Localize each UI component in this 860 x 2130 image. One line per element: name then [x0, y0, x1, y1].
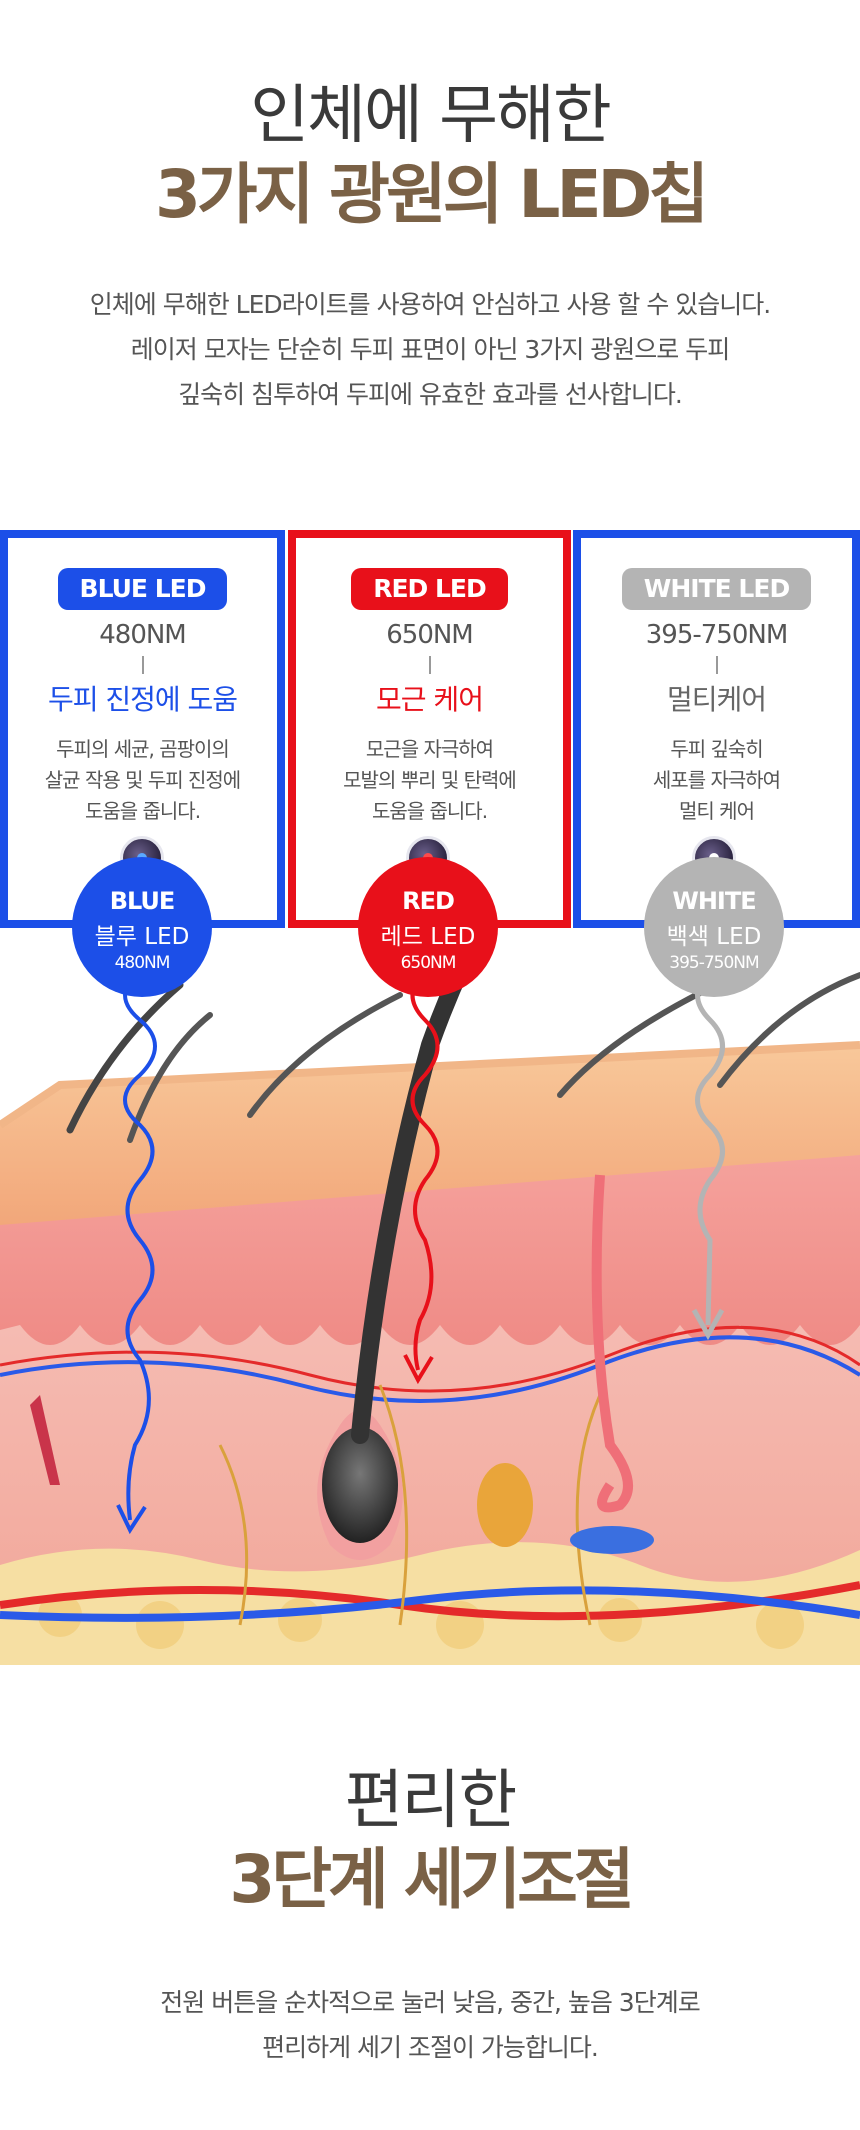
- intro-desc-line: 깊숙히 침투하여 두피에 유효한 효과를 선사합니다.: [178, 380, 683, 409]
- led-effect: 멀티케어: [666, 683, 767, 716]
- divider: [715, 656, 718, 674]
- led-desc-line: 모근을 자극하여: [365, 737, 494, 761]
- led-badge-white: WHITE 백색 LED 395-750NM: [644, 857, 784, 997]
- blue-light-path: [123, 925, 157, 1521]
- badge-wavelength: 480NM: [114, 953, 171, 973]
- skin-cross-section-illustration: [0, 925, 860, 1665]
- badge-title: BLUE: [109, 887, 176, 915]
- intensity-desc-line: 전원 버튼을 순차적으로 눌러 낮음, 중간, 높음 3단계로: [160, 1988, 700, 2017]
- fat-layer: [0, 1542, 860, 1665]
- intro-description: 인체에 무해한 LED라이트를 사용하여 안심하고 사용 할 수 있습니다. 레…: [0, 282, 860, 417]
- badge-korean: 백색 LED: [666, 924, 762, 950]
- led-description: 두피의 세균, 곰팡이의 살균 작용 및 두피 진정에 도움을 줍니다.: [8, 734, 277, 827]
- badge-wavelength: 395-750NM: [669, 953, 759, 973]
- badge-wavelength: 650NM: [400, 953, 457, 973]
- intro-title-light: 인체에 무해한: [250, 79, 612, 153]
- intensity-desc-line: 편리하게 세기 조절이 가능합니다.: [262, 2033, 599, 2062]
- led-desc-line: 두피의 세균, 곰팡이의: [56, 737, 230, 761]
- led-desc-line: 세포를 자극하여: [652, 768, 781, 792]
- badge-korean: 블루 LED: [94, 924, 190, 950]
- intro-desc-line: 인체에 무해한 LED라이트를 사용하여 안심하고 사용 할 수 있습니다.: [89, 290, 772, 319]
- led-desc-line: 두피 깊숙히: [670, 737, 763, 761]
- led-label-pill: RED LED: [351, 568, 508, 610]
- badge-title: WHITE: [672, 887, 756, 915]
- led-desc-line: 살균 작용 및 두피 진정에: [44, 768, 241, 792]
- led-effect: 모근 케어: [376, 683, 484, 716]
- intensity-heading: 편리한 3단계 세기조절: [0, 1763, 860, 1919]
- intensity-title-bold: 3단계 세기조절: [229, 1840, 634, 1918]
- divider: [141, 656, 144, 674]
- led-wavelength: 480NM: [99, 620, 187, 650]
- badge-title: RED: [402, 887, 455, 915]
- led-desc-line: 멀티 케어: [679, 799, 755, 823]
- led-badge-blue: BLUE 블루 LED 480NM: [72, 857, 212, 997]
- intro-desc-line: 레이저 모자는 단순히 두피 표면이 아닌 3가지 광원으로 두피: [130, 335, 730, 364]
- intro-title-bold: 3가지 광원의 LED칩: [154, 155, 709, 233]
- led-badge-red: RED 레드 LED 650NM: [358, 857, 498, 997]
- led-label-pill: WHITE LED: [621, 568, 812, 610]
- intensity-title-light: 편리한: [344, 1764, 518, 1838]
- led-effect: 두피 진정에 도움: [47, 683, 238, 716]
- led-desc-line: 도움을 줍니다.: [371, 799, 488, 823]
- intensity-description: 전원 버튼을 순차적으로 눌러 낮음, 중간, 높음 3단계로 편리하게 세기 …: [0, 1980, 860, 2070]
- led-card-blue: BLUE LED 480NM 두피 진정에 도움 두피의 세균, 곰팡이의 살균…: [0, 530, 285, 928]
- led-description: 모근을 자극하여 모발의 뿌리 및 탄력에 도움을 줍니다.: [296, 734, 563, 827]
- led-desc-line: 도움을 줍니다.: [84, 799, 201, 823]
- divider: [428, 656, 431, 674]
- intro-heading: 인체에 무해한 3가지 광원의 LED칩: [0, 78, 860, 234]
- led-description: 두피 깊숙히 세포를 자극하여 멀티 케어: [581, 734, 852, 827]
- badge-korean: 레드 LED: [380, 924, 476, 950]
- led-wavelength: 395-750NM: [645, 620, 789, 650]
- skin-surface: [0, 1045, 860, 1225]
- led-label-pill: BLUE LED: [57, 568, 228, 610]
- led-desc-line: 모발의 뿌리 및 탄력에: [343, 768, 517, 792]
- led-wavelength: 650NM: [386, 620, 474, 650]
